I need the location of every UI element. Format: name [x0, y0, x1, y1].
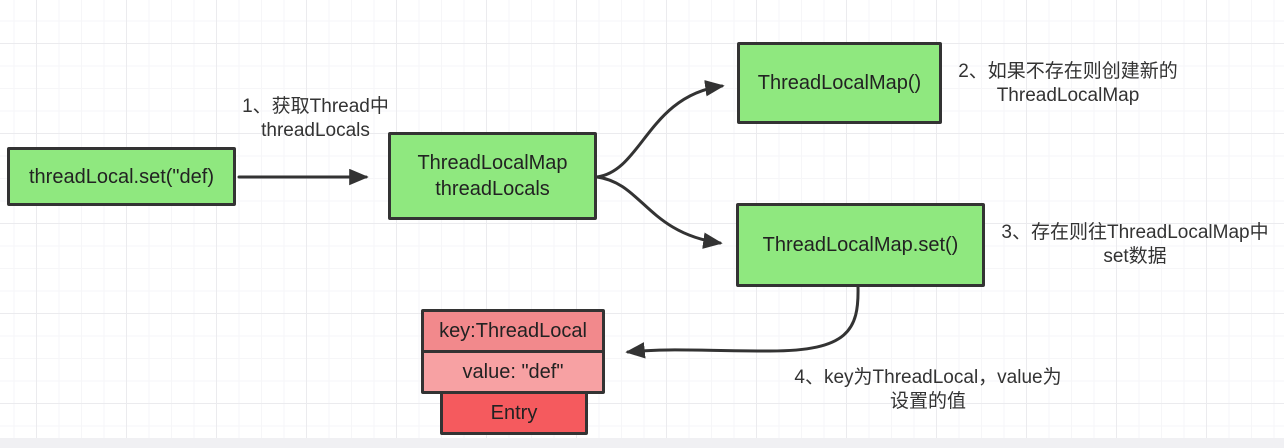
node-entry-value[interactable]: value: "def" — [421, 350, 605, 394]
node-threadlocalmap-threadlocals[interactable]: ThreadLocalMap threadLocals — [388, 132, 597, 220]
arrow-threadlocals-to-ctor — [595, 80, 725, 179]
annotation-line1: 2、如果不存在则创建新的 — [958, 61, 1178, 82]
node-threadlocal-set-call[interactable]: threadLocal.set("def) — [7, 147, 236, 206]
node-label-line1: ThreadLocalMap — [417, 152, 568, 174]
arrow-set-to-entry — [625, 285, 860, 359]
annotation-line1: 4、key为ThreadLocal，value为 — [794, 367, 1062, 388]
node-threadlocalmap-set[interactable]: ThreadLocalMap.set() — [736, 203, 985, 287]
node-label: ThreadLocalMap() — [757, 72, 922, 94]
annotation-step2: 2、如果不存在则创建新的 ThreadLocalMap — [948, 60, 1188, 108]
node-entry[interactable]: Entry — [440, 391, 588, 435]
node-label: ThreadLocalMap.set() — [762, 234, 959, 256]
node-label: value: "def" — [462, 361, 564, 383]
annotation-step3: 3、存在则往ThreadLocalMap中 set数据 — [986, 221, 1284, 269]
bottom-gray-band — [0, 438, 1284, 448]
annotation-line2: ThreadLocalMap — [996, 85, 1140, 106]
node-label: threadLocal.set("def) — [29, 165, 214, 188]
annotation-line2: 设置的值 — [889, 391, 966, 412]
arrow-threadlocals-to-set — [595, 175, 723, 249]
annotation-line1: 1、获取Thread中 — [242, 96, 389, 117]
node-label-line2: threadLocals — [435, 178, 550, 200]
node-label: Entry — [490, 402, 538, 424]
annotation-line2: threadLocals — [261, 120, 370, 141]
node-entry-key[interactable]: key:ThreadLocal — [421, 309, 605, 353]
node-threadlocalmap-constructor[interactable]: ThreadLocalMap() — [737, 42, 942, 124]
node-label: key:ThreadLocal — [439, 320, 587, 342]
annotation-step4: 4、key为ThreadLocal，value为 设置的值 — [772, 366, 1084, 414]
annotation-step1: 1、获取Thread中 threadLocals — [218, 95, 413, 143]
annotation-line1: 3、存在则往ThreadLocalMap中 — [1001, 222, 1269, 243]
annotation-line2: set数据 — [1103, 246, 1167, 267]
